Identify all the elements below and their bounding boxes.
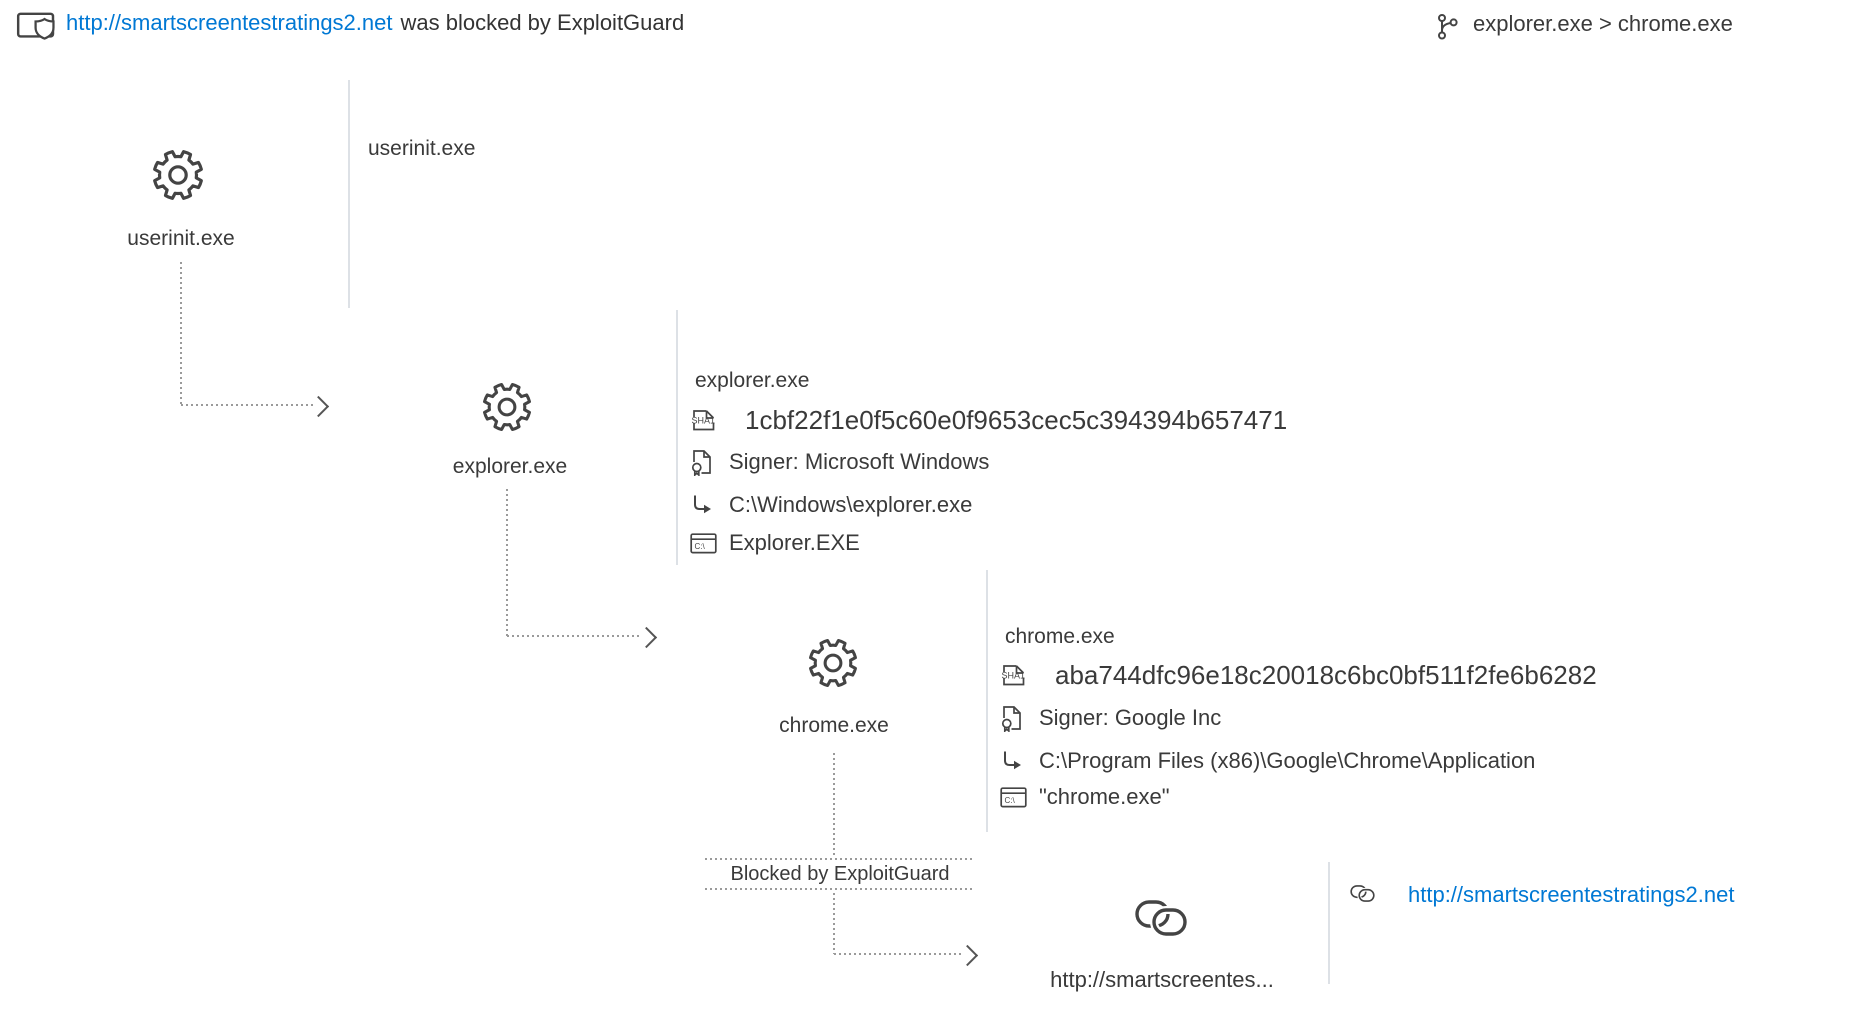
edge-userinit-explorer-arrowhead: [307, 395, 330, 418]
node-chrome[interactable]: [808, 638, 858, 688]
panel-chrome-title: chrome.exe: [1005, 625, 1115, 648]
explorer-command-text: Explorer.EXE: [729, 530, 860, 555]
alert-url-link[interactable]: http://smartscreentestratings2.net: [66, 10, 393, 35]
panel-explorer-command-row: C:\ Explorer.EXE: [690, 522, 860, 564]
edge-userinit-explorer-vertical: [180, 262, 182, 405]
panel-chrome-sha1-row: SHA1 aba744dfc96e18c20018c6bc0bf511f2fe6…: [1000, 654, 1597, 696]
node-explorer-label[interactable]: explorer.exe: [452, 455, 568, 478]
edge-chrome-url-vertical: [833, 753, 835, 954]
explorer-path-text: C:\Windows\explorer.exe: [729, 492, 973, 517]
chrome-signer-text: Signer: Google Inc: [1039, 705, 1222, 730]
svg-text:C:\: C:\: [695, 542, 706, 551]
console-icon: C:\: [690, 532, 722, 554]
node-explorer[interactable]: [482, 382, 532, 432]
panel-divider-explorer: [676, 310, 678, 565]
sha1-file-icon: SHA1: [1000, 663, 1032, 687]
node-userinit[interactable]: [152, 149, 204, 201]
edge-explorer-chrome-vertical: [506, 489, 508, 636]
panel-divider-userinit: [348, 80, 350, 308]
alert-title-suffix: was blocked by ExploitGuard: [400, 10, 685, 35]
node-url-label[interactable]: http://smartscreentes...: [1050, 967, 1274, 992]
edge-explorer-chrome-horizontal: [507, 635, 642, 637]
gear-icon: [809, 639, 857, 687]
panel-divider-url: [1328, 862, 1330, 984]
panel-explorer-signer-row: Signer: Microsoft Windows: [690, 441, 989, 483]
panel-divider-chrome: [986, 570, 988, 832]
blocked-site-icon: [16, 11, 58, 43]
svg-text:SHA1: SHA1: [1002, 671, 1026, 681]
gear-icon: [483, 383, 531, 431]
sha1-file-icon: SHA1: [690, 408, 722, 432]
edge-userinit-explorer-horizontal: [181, 404, 313, 406]
process-chain-breadcrumb: explorer.exe > chrome.exe: [1473, 11, 1733, 36]
panel-chrome-path-row: C:\Program Files (x86)\Google\Chrome\App…: [1000, 740, 1535, 782]
explorer-signer-text: Signer: Microsoft Windows: [729, 449, 990, 474]
panel-explorer-title: explorer.exe: [695, 369, 810, 392]
edge-label-blocked: Blocked by ExploitGuard: [705, 858, 975, 890]
chrome-command-text: "chrome.exe": [1039, 784, 1170, 809]
console-icon: C:\: [1000, 786, 1032, 808]
svg-text:C:\: C:\: [1005, 796, 1016, 805]
folder-path-icon: [1000, 750, 1032, 772]
panel-explorer-sha1-row: SHA1 1cbf22f1e0f5c60e0f9653cec5c394394b6…: [690, 399, 1288, 441]
edge-explorer-chrome-arrowhead: [635, 626, 658, 649]
link-icon: [1135, 900, 1187, 936]
svg-text:SHA1: SHA1: [692, 416, 716, 426]
node-userinit-label[interactable]: userinit.exe: [127, 227, 235, 250]
link-icon-small: [1350, 885, 1375, 902]
node-chrome-label[interactable]: chrome.exe: [779, 714, 889, 737]
node-url[interactable]: [1135, 900, 1187, 936]
certificate-icon: [690, 448, 722, 476]
edge-chrome-url-horizontal: [834, 953, 964, 955]
chrome-sha1-link[interactable]: aba744dfc96e18c20018c6bc0bf511f2fe6b6282: [1055, 659, 1597, 690]
panel-userinit-title: userinit.exe: [368, 137, 476, 160]
panel-chrome-signer-row: Signer: Google Inc: [1000, 697, 1221, 739]
panel-url-link[interactable]: http://smartscreentestratings2.net: [1408, 882, 1735, 907]
alert-title: http://smartscreentestratings2.net was bl…: [66, 7, 684, 39]
panel-chrome-command-row: C:\ "chrome.exe": [1000, 776, 1170, 818]
explorer-sha1-link[interactable]: 1cbf22f1e0f5c60e0f9653cec5c394394b657471: [745, 404, 1288, 435]
edge-chrome-url-arrowhead: [956, 944, 979, 967]
panel-explorer-path-row: C:\Windows\explorer.exe: [690, 484, 972, 526]
process-tree-icon: [1437, 13, 1459, 40]
certificate-icon: [1000, 704, 1032, 732]
folder-path-icon: [690, 494, 722, 516]
chrome-path-text: C:\Program Files (x86)\Google\Chrome\App…: [1039, 748, 1536, 773]
gear-icon: [153, 150, 203, 200]
